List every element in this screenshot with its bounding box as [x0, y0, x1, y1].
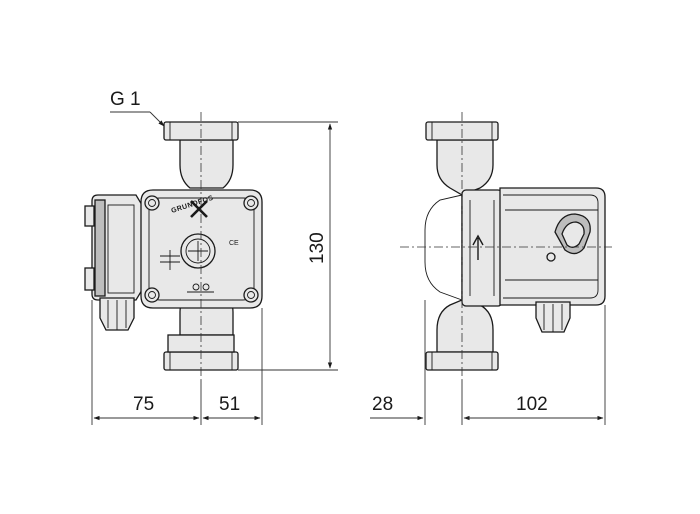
- side-width-dimensions: 28 102: [370, 300, 606, 425]
- ce-mark: CE: [229, 240, 239, 247]
- side-right-value: 102: [516, 394, 548, 415]
- front-left-value: 75: [133, 394, 154, 415]
- front-right-value: 51: [219, 394, 240, 415]
- side-left-value: 28: [372, 394, 393, 415]
- front-view: GRUNDFOS CE: [84, 112, 263, 380]
- pump-housing-plate: [461, 189, 503, 307]
- front-width-dimensions: 75 51: [91, 300, 263, 425]
- front-pipe-body: [179, 139, 234, 189]
- housing-bolts: [144, 195, 259, 303]
- side-view: [400, 112, 612, 380]
- flow-direction-arrow-icon: [472, 234, 484, 260]
- motor-body: [499, 187, 606, 306]
- control-knob-icon: [546, 213, 591, 262]
- height-value: 130: [307, 232, 328, 264]
- connection-label: G 1: [110, 89, 141, 110]
- connection-callout: G 1: [110, 89, 165, 127]
- height-dimension: 130: [238, 121, 338, 371]
- grundfos-logo-icon: [190, 200, 208, 218]
- rating-plate-lines: [160, 250, 214, 293]
